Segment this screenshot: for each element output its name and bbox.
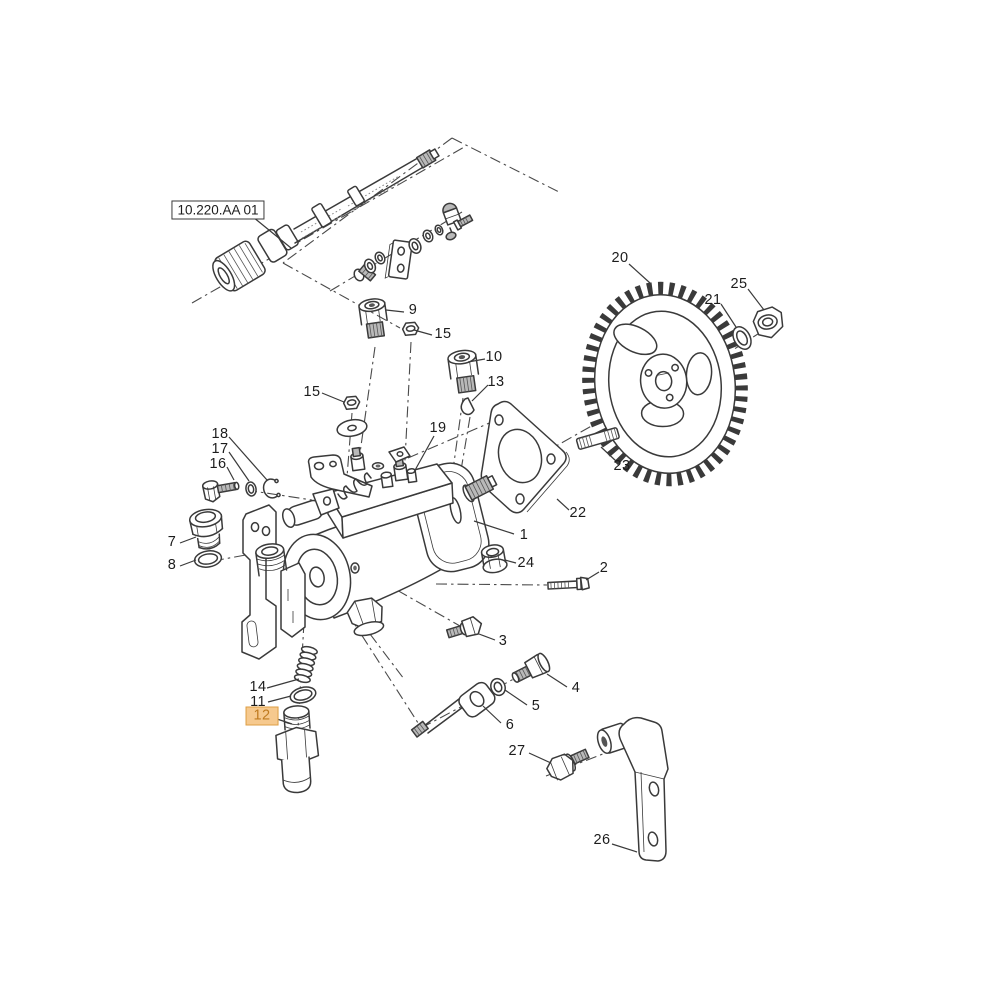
part-flange-nut: [480, 544, 508, 574]
callout-1[interactable]: 1: [519, 527, 529, 543]
part-mounting-plate: [480, 400, 570, 514]
callout-6[interactable]: 6: [505, 717, 515, 733]
callout-5[interactable]: 5: [531, 698, 541, 714]
part-shaft-hardware-cluster: [353, 202, 474, 282]
part-drive-shaft-assembly: [212, 148, 440, 292]
part-woodruff-key: [460, 397, 475, 416]
part-nut-15b: [342, 395, 361, 411]
callout-26[interactable]: 26: [593, 832, 611, 848]
callout-15[interactable]: 15: [303, 384, 321, 400]
callout-3[interactable]: 3: [498, 633, 508, 649]
part-filler-plug: [188, 508, 224, 550]
callout-13[interactable]: 13: [487, 374, 505, 390]
callout-10[interactable]: 10: [485, 349, 503, 365]
part-hex-nut: [752, 306, 784, 339]
part-pressure-valve: [275, 705, 320, 794]
part-plug: [511, 652, 551, 683]
callout-22[interactable]: 22: [569, 505, 587, 521]
callout-20[interactable]: 20: [611, 250, 629, 266]
callout-18[interactable]: 18: [211, 426, 229, 442]
callout-8[interactable]: 8: [167, 557, 177, 573]
callout-27[interactable]: 27: [508, 743, 526, 759]
part-fitting-9: [358, 298, 388, 339]
callout-16[interactable]: 16: [209, 456, 227, 472]
callout-14[interactable]: 14: [249, 679, 267, 695]
part-bolt-27: [546, 748, 590, 781]
part-washer-17: [245, 481, 257, 497]
callout-2[interactable]: 2: [599, 560, 609, 576]
part-retaining-clip: [262, 478, 281, 499]
part-nut-15a: [401, 321, 420, 337]
part-washer: [490, 677, 506, 697]
callout-15[interactable]: 15: [434, 326, 452, 342]
leader-lines: [179, 216, 765, 853]
part-lock-washer: [732, 326, 752, 350]
callout-24[interactable]: 24: [517, 555, 535, 571]
part-support-bracket: [618, 716, 669, 862]
section-ref-box[interactable]: 10.220.AA 01: [171, 200, 265, 220]
part-washer-15: [336, 418, 368, 438]
part-bolt-long: [547, 576, 590, 591]
part-oring-8: [193, 550, 223, 568]
callout-7[interactable]: 7: [167, 534, 177, 550]
callout-11[interactable]: 11: [250, 694, 266, 710]
part-spring: [293, 645, 318, 684]
part-bolt: [445, 616, 483, 639]
part-stud: [575, 427, 620, 450]
part-camshaft-gear: [582, 281, 748, 487]
callout-17[interactable]: 17: [211, 441, 229, 457]
callout-19[interactable]: 19: [429, 420, 447, 436]
callout-23[interactable]: 23: [613, 458, 631, 474]
part-bolt-16: [201, 480, 240, 503]
callout-25[interactable]: 25: [730, 276, 748, 292]
part-fitting-10: [447, 349, 480, 394]
callout-12[interactable]: 12: [245, 706, 279, 726]
callout-4[interactable]: 4: [571, 680, 581, 696]
part-injection-pump-body: [241, 446, 498, 660]
part-oring-11: [289, 686, 317, 704]
callout-21[interactable]: 21: [704, 292, 722, 308]
callout-9[interactable]: 9: [408, 302, 418, 318]
